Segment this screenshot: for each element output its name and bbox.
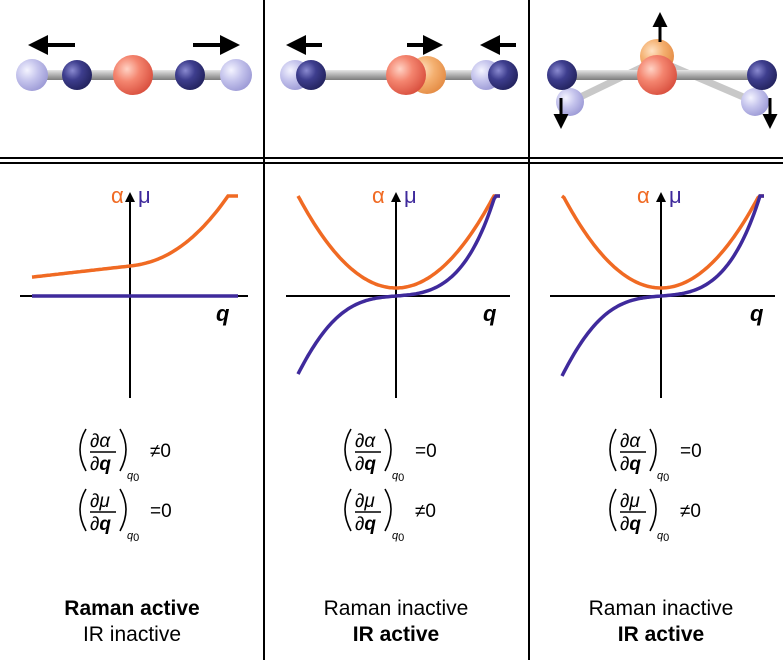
ir-activity-label: IR active bbox=[352, 623, 440, 646]
svg-text:∂q: ∂q bbox=[620, 454, 641, 475]
outer-atom bbox=[747, 60, 777, 90]
svg-text:∂q: ∂q bbox=[355, 514, 376, 535]
svg-text:q0: q0 bbox=[127, 530, 139, 544]
svg-text:q0: q0 bbox=[392, 530, 404, 544]
alpha-derivative: ∂α ∂q q0 =0 bbox=[344, 428, 437, 484]
raman-activity-label: Raman inactive bbox=[323, 597, 469, 620]
outer-atom-displaced bbox=[741, 88, 769, 116]
axis-label-alpha: α bbox=[372, 183, 385, 208]
axis-label-alpha: α bbox=[637, 183, 650, 208]
polarizability-curve bbox=[31, 194, 238, 279]
activity-mode-3: Raman inactive IR active bbox=[531, 596, 783, 648]
alpha-derivative: ∂α ∂q q0 =0 bbox=[609, 428, 702, 484]
central-atom bbox=[637, 55, 677, 95]
svg-text:≠0: ≠0 bbox=[415, 501, 436, 522]
svg-text:∂q: ∂q bbox=[620, 514, 641, 535]
raman-activity-label: Raman inactive bbox=[588, 597, 734, 620]
central-atom bbox=[386, 55, 426, 95]
axis-label-mu: μ bbox=[138, 183, 151, 208]
svg-text:q0: q0 bbox=[657, 470, 669, 484]
svg-text:=0: =0 bbox=[415, 441, 437, 462]
molecule-mode-2 bbox=[280, 35, 518, 95]
outer-atom-displaced bbox=[556, 88, 584, 116]
graph-mode-1: α μ q bbox=[20, 183, 248, 398]
svg-text:∂q: ∂q bbox=[90, 514, 111, 535]
dipole-curve bbox=[560, 194, 764, 377]
svg-text:∂α: ∂α bbox=[620, 431, 641, 452]
svg-text:∂μ: ∂μ bbox=[90, 491, 110, 512]
axis-label-q: q bbox=[483, 301, 497, 326]
derivatives-mode-1: ∂α ∂q q0 ≠0 ∂μ ∂q q0 =0 bbox=[79, 428, 172, 544]
axis-label-q: q bbox=[216, 301, 230, 326]
svg-text:=0: =0 bbox=[150, 501, 172, 522]
polarizability-curve bbox=[560, 194, 764, 290]
svg-text:∂q: ∂q bbox=[90, 454, 111, 475]
molecule-mode-1 bbox=[16, 35, 252, 95]
mu-derivative: ∂μ ∂q q0 ≠0 bbox=[609, 488, 701, 544]
dipole-curve bbox=[296, 194, 500, 375]
outer-atom bbox=[62, 60, 92, 90]
polarizability-curve bbox=[296, 194, 500, 290]
svg-text:=0: =0 bbox=[680, 441, 702, 462]
mu-derivative: ∂μ ∂q q0 =0 bbox=[79, 488, 172, 544]
svg-text:q0: q0 bbox=[392, 470, 404, 484]
outer-atom-displaced bbox=[16, 59, 48, 91]
svg-text:q0: q0 bbox=[127, 470, 139, 484]
svg-text:∂q: ∂q bbox=[355, 454, 376, 475]
ir-activity-label: IR active bbox=[617, 623, 705, 646]
svg-text:∂μ: ∂μ bbox=[620, 491, 640, 512]
axis-label-alpha: α bbox=[111, 183, 124, 208]
axis-label-mu: μ bbox=[404, 183, 417, 208]
svg-text:q0: q0 bbox=[657, 530, 669, 544]
outer-atom bbox=[296, 60, 326, 90]
axis-label-q: q bbox=[750, 301, 764, 326]
svg-text:∂μ: ∂μ bbox=[355, 491, 375, 512]
graph-mode-2: α μ q bbox=[286, 183, 510, 398]
activity-mode-1: Raman active IR inactive bbox=[2, 596, 262, 648]
ir-activity-label: IR inactive bbox=[82, 623, 182, 646]
graph-mode-3: α μ q bbox=[550, 183, 775, 398]
svg-text:≠0: ≠0 bbox=[680, 501, 701, 522]
outer-atom bbox=[175, 60, 205, 90]
svg-text:∂α: ∂α bbox=[90, 431, 111, 452]
activity-mode-2: Raman inactive IR active bbox=[266, 596, 526, 648]
svg-text:∂α: ∂α bbox=[355, 431, 376, 452]
outer-atom bbox=[488, 60, 518, 90]
central-atom bbox=[113, 55, 153, 95]
outer-atom-displaced bbox=[220, 59, 252, 91]
derivatives-mode-2: ∂α ∂q q0 =0 ∂μ ∂q q0 ≠0 bbox=[344, 428, 437, 544]
raman-activity-label: Raman active bbox=[64, 597, 200, 620]
derivatives-mode-3: ∂α ∂q q0 =0 ∂μ ∂q q0 ≠0 bbox=[609, 428, 702, 544]
svg-text:≠0: ≠0 bbox=[150, 441, 171, 462]
mu-derivative: ∂μ ∂q q0 ≠0 bbox=[344, 488, 436, 544]
alpha-derivative: ∂α ∂q q0 ≠0 bbox=[79, 428, 171, 484]
molecule-mode-3 bbox=[547, 12, 778, 129]
outer-atom bbox=[547, 60, 577, 90]
axis-label-mu: μ bbox=[669, 183, 682, 208]
